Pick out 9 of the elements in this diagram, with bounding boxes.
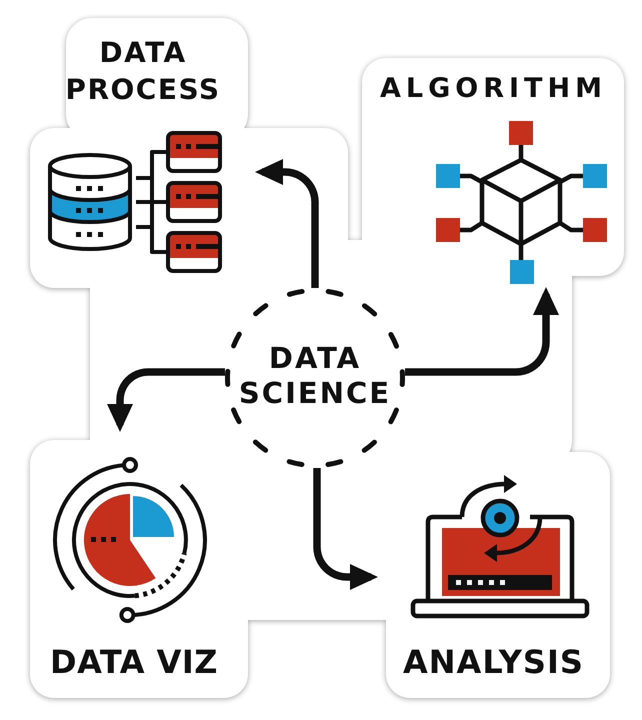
node-title: DATA PROCESS — [64, 35, 222, 108]
center-title: DATA SCIENCE — [238, 341, 392, 411]
node-title: ANALYSIS — [403, 643, 585, 681]
arrow — [107, 368, 225, 432]
arrow — [313, 468, 378, 590]
arrow — [255, 159, 319, 288]
node-title: DATA VIZ — [50, 643, 219, 681]
node-title: ALGORITHM — [380, 73, 608, 105]
arrow — [405, 287, 559, 376]
